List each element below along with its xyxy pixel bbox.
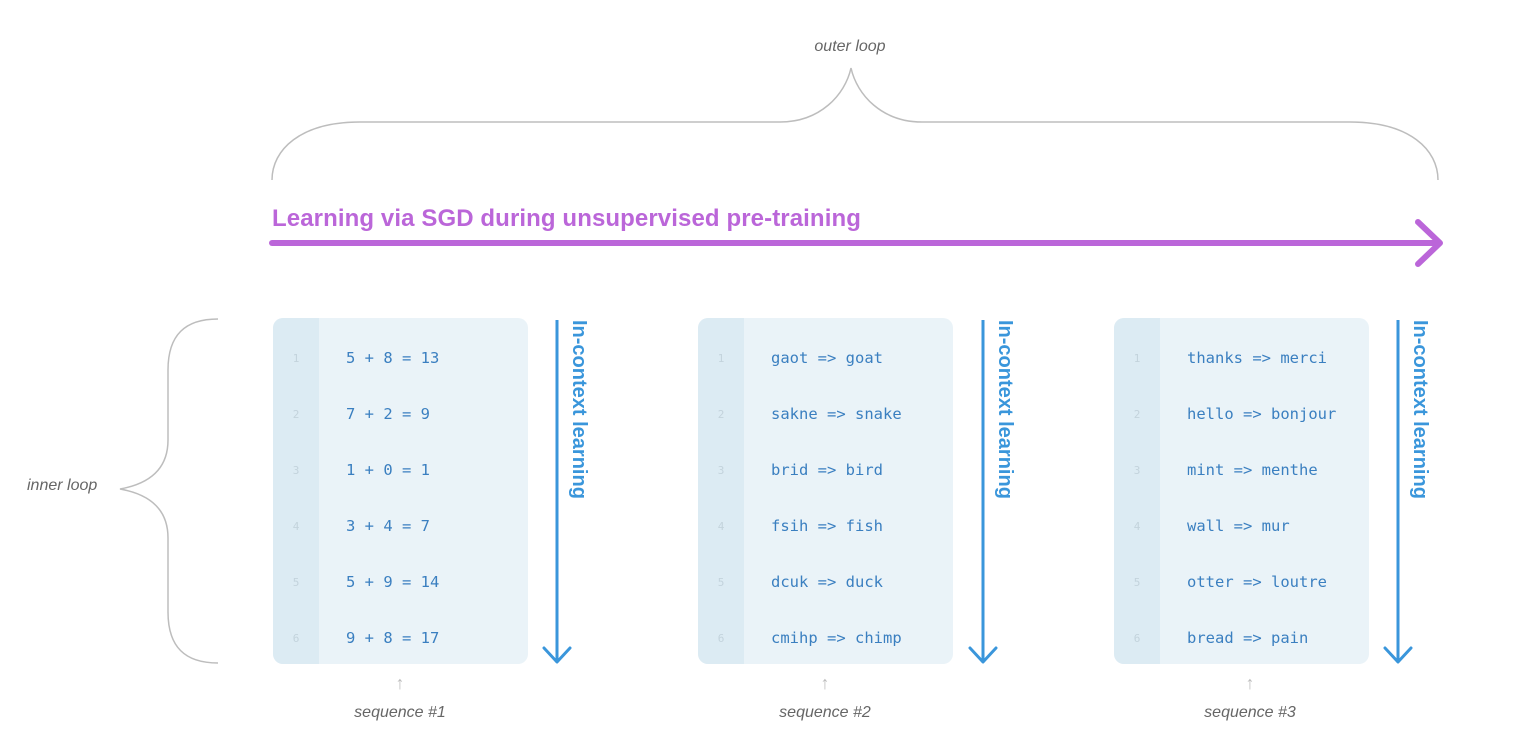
code-text: 9 + 8 = 17 [346, 629, 440, 647]
inner-loop-brace [119, 318, 219, 664]
code-text: 5 + 9 = 14 [346, 573, 440, 591]
sequence-label-1: sequence #1 [354, 704, 446, 721]
code-text: fsih => fish [771, 517, 883, 535]
line-number-gutter [698, 318, 744, 664]
line-number-gutter [1114, 318, 1160, 664]
code-text: sakne => snake [771, 405, 902, 423]
code-line: 5 5 + 9 = 14 [273, 570, 528, 594]
code-text: otter => loutre [1187, 573, 1327, 591]
up-arrow-icon: ↑ [1245, 673, 1255, 693]
code-line: 6 cmihp => chimp [698, 626, 953, 650]
line-number: 3 [1133, 463, 1141, 477]
code-text: 3 + 4 = 7 [346, 517, 430, 535]
code-line: 3 mint => menthe [1114, 458, 1369, 482]
code-text: 7 + 2 = 9 [346, 405, 430, 423]
line-number-gutter [273, 318, 319, 664]
line-number: 1 [292, 351, 300, 365]
line-number: 5 [1133, 575, 1141, 589]
code-line: 3 brid => bird [698, 458, 953, 482]
sequence-card-3: 1 thanks => merci 2 hello => bonjour 3 m… [1114, 318, 1369, 664]
up-arrow-icon: ↑ [820, 673, 830, 693]
code-line: 1 thanks => merci [1114, 346, 1369, 370]
code-text: gaot => goat [771, 349, 883, 367]
icl-label-3: In-context learning [1409, 320, 1431, 499]
line-number: 4 [292, 519, 300, 533]
sgd-arrow [269, 219, 1443, 267]
code-text: thanks => merci [1187, 349, 1327, 367]
code-text: wall => mur [1187, 517, 1290, 535]
code-line: 4 fsih => fish [698, 514, 953, 538]
code-line: 2 7 + 2 = 9 [273, 402, 528, 426]
line-number: 3 [292, 463, 300, 477]
line-number: 2 [717, 407, 725, 421]
code-text: hello => bonjour [1187, 405, 1337, 423]
code-line: 5 otter => loutre [1114, 570, 1369, 594]
code-text: 1 + 0 = 1 [346, 461, 430, 479]
line-number: 4 [717, 519, 725, 533]
line-number: 2 [292, 407, 300, 421]
code-line: 2 hello => bonjour [1114, 402, 1369, 426]
code-line: 5 dcuk => duck [698, 570, 953, 594]
icl-arrow-2 [968, 320, 998, 664]
icl-label-2: In-context learning [994, 320, 1016, 499]
code-line: 1 5 + 8 = 13 [273, 346, 528, 370]
sequence-card-2: 1 gaot => goat 2 sakne => snake 3 brid =… [698, 318, 953, 664]
code-text: brid => bird [771, 461, 883, 479]
line-number: 1 [717, 351, 725, 365]
sequence-label-2: sequence #2 [779, 704, 871, 721]
icl-arrow-3 [1383, 320, 1413, 664]
line-number: 3 [717, 463, 725, 477]
code-text: 5 + 8 = 13 [346, 349, 440, 367]
code-text: bread => pain [1187, 629, 1309, 647]
code-line: 6 bread => pain [1114, 626, 1369, 650]
icl-arrow-1 [542, 320, 572, 664]
line-number: 6 [717, 631, 725, 645]
line-number: 6 [292, 631, 300, 645]
code-line: 3 1 + 0 = 1 [273, 458, 528, 482]
sequence-card-1: 1 5 + 8 = 13 2 7 + 2 = 9 3 1 + 0 = 1 4 3… [273, 318, 528, 664]
outer-loop-label: outer loop [814, 38, 886, 55]
code-line: 6 9 + 8 = 17 [273, 626, 528, 650]
line-number: 1 [1133, 351, 1141, 365]
code-text: cmihp => chimp [771, 629, 902, 647]
code-text: dcuk => duck [771, 573, 883, 591]
code-line: 1 gaot => goat [698, 346, 953, 370]
line-number: 2 [1133, 407, 1141, 421]
outer-loop-brace [271, 67, 1439, 181]
inner-loop-label: inner loop [27, 477, 98, 494]
code-line: 4 3 + 4 = 7 [273, 514, 528, 538]
code-text: mint => menthe [1187, 461, 1318, 479]
code-line: 2 sakne => snake [698, 402, 953, 426]
up-arrow-icon: ↑ [395, 673, 405, 693]
line-number: 6 [1133, 631, 1141, 645]
line-number: 4 [1133, 519, 1141, 533]
code-line: 4 wall => mur [1114, 514, 1369, 538]
sequence-label-3: sequence #3 [1204, 704, 1296, 721]
line-number: 5 [292, 575, 300, 589]
sgd-title: Learning via SGD during unsupervised pre… [272, 205, 861, 232]
line-number: 5 [717, 575, 725, 589]
icl-label-1: In-context learning [568, 320, 590, 499]
